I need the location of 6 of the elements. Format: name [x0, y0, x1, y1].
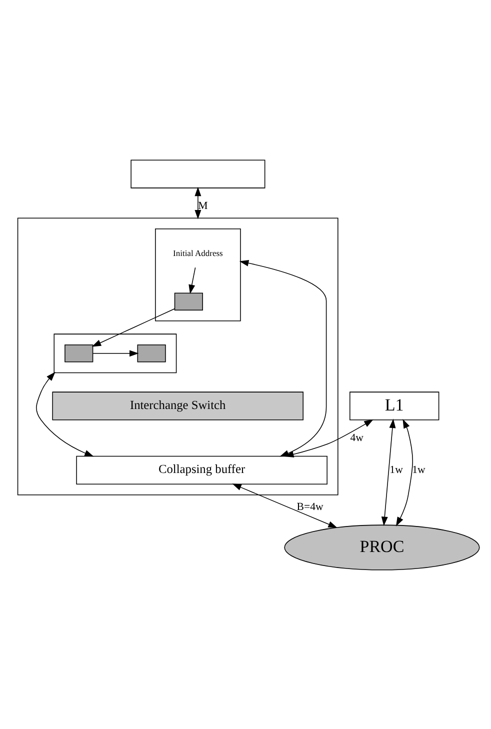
edge-label: 4w — [350, 431, 364, 444]
edge-label: M — [198, 199, 208, 212]
edge-label: 1w — [390, 464, 403, 476]
edge-label: 1w — [412, 464, 426, 476]
edge-label: B=4w — [296, 500, 324, 512]
node-text: Initial Address — [173, 247, 223, 258]
